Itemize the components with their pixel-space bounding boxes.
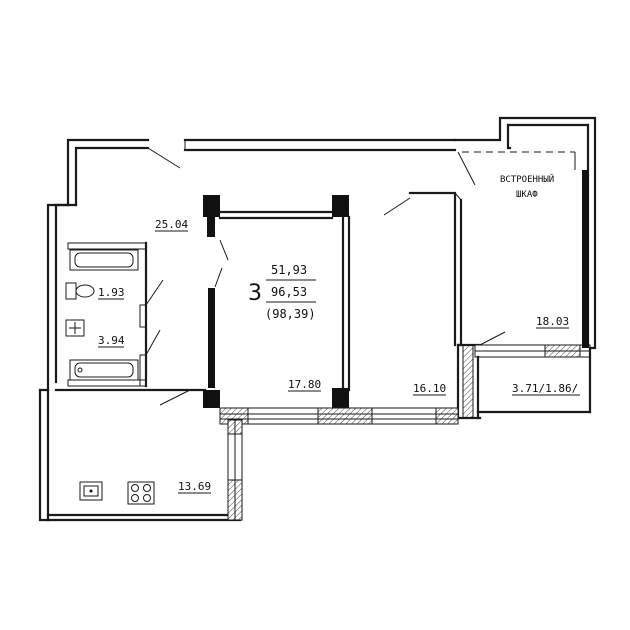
wardrobe-line-2: ШКАФ [516,190,538,200]
sink-icon [65,319,85,337]
wardrobe-line-1: ВСТРОЕННЫЙ [500,173,554,185]
room-labels: 25.04 1.93 3.94 17.80 16.10 18.03 3.71/1… [98,218,580,494]
bathtub-top-icon [69,249,139,271]
room-area-far-right: 18.03 [536,315,569,328]
room-area-wc: 1.93 [98,286,125,299]
stove-icon [127,481,155,505]
outer-walls [38,116,597,522]
toilet-icon [65,282,95,300]
kitchen-sink-icon [79,481,103,501]
wardrobe-label: ВСТРОЕННЫЙ ШКАФ [500,173,554,200]
total-area-with-loggia: (98,39) [265,307,316,321]
living-area: 51,93 [271,263,307,277]
apartment-summary: 3 51,93 96,53 (98,39) [248,263,316,321]
room-area-bath: 3.94 [98,334,125,347]
doors [145,147,506,406]
rooms-count: 3 [248,281,262,306]
room-area-loggia: 3.71/1.86/ [512,382,578,395]
bathtub-bottom-icon [69,359,139,381]
room-area-kitchen: 13.69 [178,480,211,493]
room-area-center: 17.80 [288,378,321,391]
interior-walls [54,170,592,420]
bottom-wall-windows [219,407,459,521]
room-area-right: 16.10 [413,382,446,395]
room-area-hall: 25.04 [155,218,188,231]
total-area: 96,53 [271,285,307,299]
